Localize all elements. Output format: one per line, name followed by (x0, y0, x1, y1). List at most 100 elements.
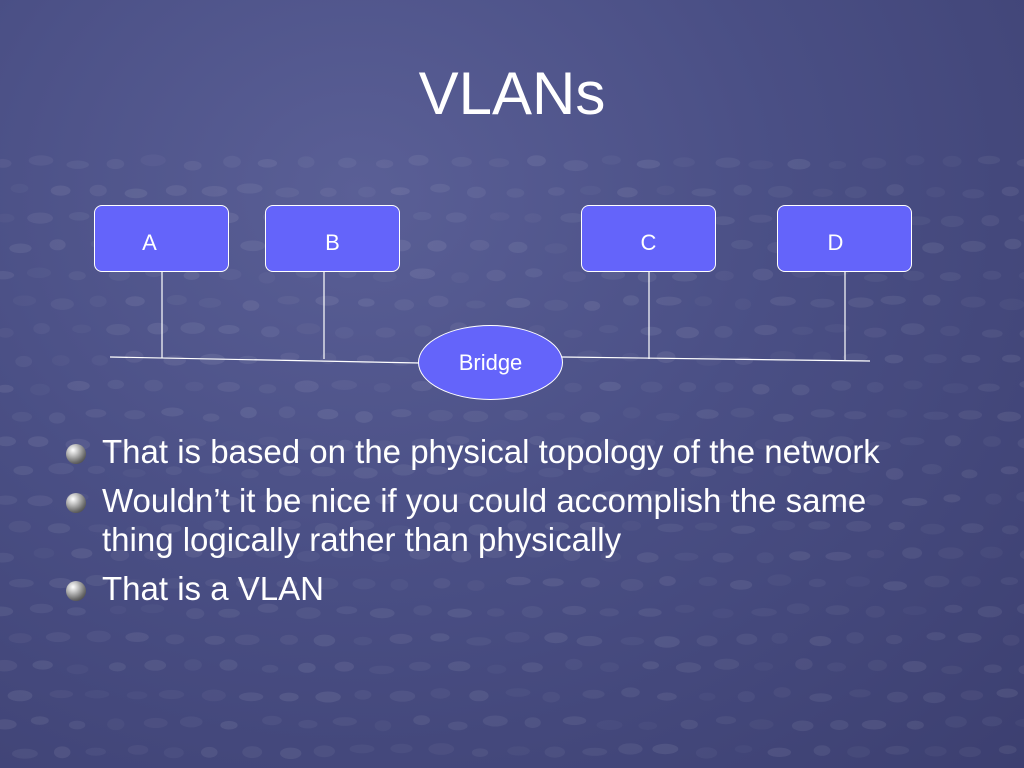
background-dot (277, 295, 300, 305)
background-dot (1000, 466, 1019, 475)
bullet-item: That is a VLAN (66, 569, 946, 608)
slide-title: VLANs (418, 60, 606, 127)
background-dot (582, 689, 605, 699)
background-dot (394, 299, 415, 311)
background-dot (50, 298, 74, 310)
background-dot (466, 186, 486, 199)
background-dot (411, 438, 436, 448)
background-dot (390, 743, 413, 754)
background-dot (241, 524, 260, 534)
background-dot (903, 270, 925, 281)
background-dot (752, 384, 770, 395)
background-dot (828, 436, 854, 448)
background-dot (696, 409, 719, 419)
background-dot (85, 409, 107, 418)
background-dot (730, 580, 753, 590)
background-dot (448, 661, 471, 672)
background-dot (297, 156, 315, 169)
background-dot (314, 522, 338, 535)
background-dot (259, 494, 284, 503)
background-dot (334, 661, 354, 672)
background-dot (488, 158, 510, 168)
background-dot (257, 603, 279, 613)
background-dot (985, 493, 1002, 505)
background-dot (642, 661, 659, 670)
background-dot (748, 214, 773, 223)
background-dot (538, 467, 564, 478)
background-dot (408, 494, 430, 506)
background-dot (411, 381, 433, 392)
background-dot (68, 271, 86, 281)
background-dot (334, 327, 354, 339)
background-dot (320, 187, 337, 197)
background-dot (831, 495, 851, 508)
node-d: D (777, 205, 912, 272)
background-dot (280, 520, 301, 530)
background-dot (795, 658, 813, 670)
background-dot (527, 155, 546, 167)
background-dot (842, 353, 868, 362)
background-dot (183, 160, 202, 171)
background-dot (923, 692, 946, 704)
background-dot (11, 411, 32, 422)
background-dot (639, 490, 665, 502)
background-dot (505, 463, 527, 473)
background-dot (884, 354, 904, 364)
background-dot (0, 606, 14, 617)
background-dot (923, 411, 949, 420)
background-dot (1001, 525, 1019, 535)
background-dot (529, 435, 545, 446)
background-dot (1019, 329, 1024, 338)
background-dot (482, 715, 508, 727)
background-dot (179, 716, 203, 728)
background-dot (736, 633, 758, 645)
background-dot (315, 577, 339, 590)
background-dot (733, 184, 752, 196)
background-dot (542, 578, 564, 587)
background-dot (201, 689, 226, 702)
background-dot (564, 382, 582, 393)
background-dot (201, 186, 228, 197)
background-dot (768, 185, 793, 198)
background-dot (430, 633, 450, 642)
sphere-bullet-icon (66, 493, 86, 513)
background-dot (791, 720, 814, 732)
background-dot (409, 661, 431, 672)
background-dot (808, 521, 831, 530)
background-dot (85, 747, 106, 756)
background-dot (846, 632, 864, 644)
background-dot (27, 212, 53, 224)
background-dot (787, 158, 811, 170)
background-dot (166, 294, 187, 306)
background-dot (182, 438, 207, 447)
background-dot (371, 553, 390, 563)
background-dot (218, 325, 240, 334)
background-dot (428, 295, 449, 308)
background-dot (544, 299, 569, 311)
background-dot (294, 380, 319, 393)
node-d-label: D (827, 230, 844, 255)
background-dot (1017, 438, 1024, 449)
node-a-label: A (142, 230, 157, 255)
background-dot (428, 743, 455, 755)
background-dot (945, 716, 967, 728)
background-dot (997, 411, 1021, 422)
background-dot (375, 327, 396, 338)
background-dot (110, 549, 130, 561)
background-dot (652, 743, 679, 755)
background-dot (716, 440, 734, 451)
background-dot (674, 552, 699, 561)
background-dot (944, 435, 961, 447)
background-dot (752, 268, 774, 281)
background-dot (201, 746, 218, 758)
background-dot (756, 552, 774, 564)
background-dot (844, 186, 867, 199)
background-dot (1016, 159, 1024, 167)
background-dot (961, 523, 984, 533)
background-dot (940, 325, 960, 337)
background-dot (525, 268, 543, 278)
background-dot (451, 156, 472, 167)
background-dot (203, 520, 225, 531)
background-dot (1000, 577, 1019, 586)
background-dot (300, 494, 318, 504)
